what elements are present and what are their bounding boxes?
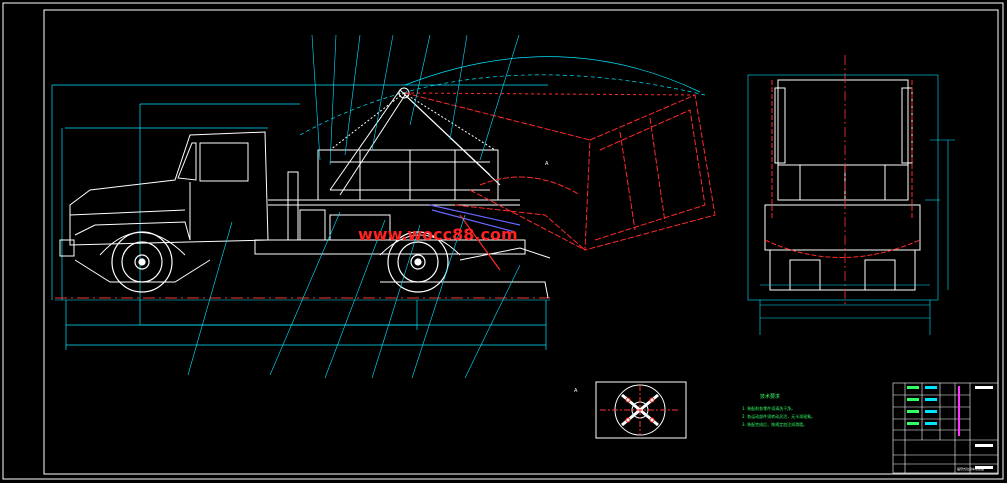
dimension-lines — [51, 56, 706, 350]
section-marker: A — [545, 161, 549, 167]
note-line-3: 3. 装配完成后，按规定加注润滑脂。 — [742, 421, 807, 427]
rear-wheel — [387, 231, 449, 293]
rear-view-dimensions — [747, 74, 955, 335]
rear-view-phantom — [764, 80, 921, 258]
title-block — [892, 382, 999, 474]
note-line-2: 2. 各运动部件须转动灵活，无卡滞现象。 — [742, 413, 815, 419]
technical-notes: 技术要求 1. 装配前各零件须清洗干净。 2. 各运动部件须转动灵活，无卡滞现象… — [742, 393, 815, 427]
detail-marker: A — [574, 388, 578, 394]
front-wheel — [111, 231, 173, 293]
raised-container-phantom — [404, 92, 716, 251]
title-block-caption: 摆臂式垃圾车总装图 — [957, 466, 984, 471]
title-block-colored-entries — [907, 386, 993, 469]
note-line-1: 1. 装配前各零件须清洗干净。 — [742, 405, 795, 411]
notes-title: 技术要求 — [760, 393, 780, 400]
rear-view — [764, 79, 921, 291]
detail-view — [595, 381, 687, 439]
watermark-text: www.wocc88.com — [358, 225, 518, 244]
hydraulic-cylinder — [429, 204, 521, 271]
callout-leaders — [187, 34, 521, 379]
truck-side-view — [59, 87, 551, 299]
